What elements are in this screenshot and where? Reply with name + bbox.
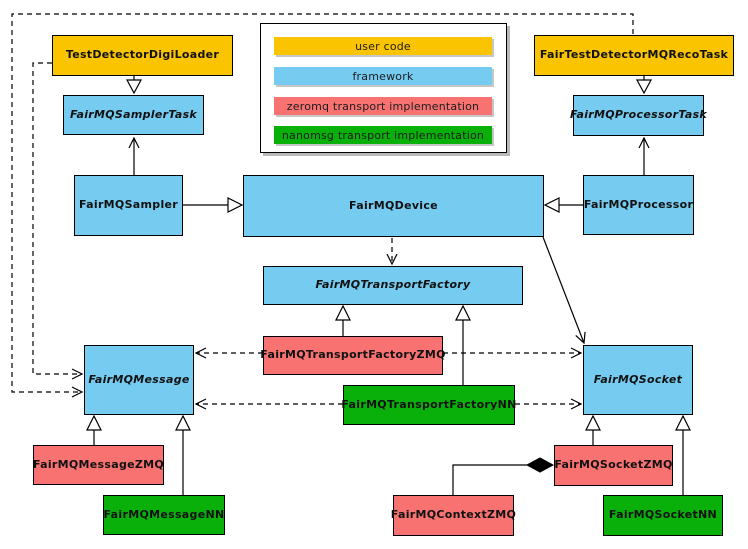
node-fairmqsocketzmq: FairMQSocketZMQ <box>554 445 673 486</box>
node-fairmqcontextzmq: FairMQContextZMQ <box>391 495 516 536</box>
node-fairmqtransportfactoryzmq: FairMQTransportFactoryZMQ <box>260 336 445 375</box>
node-fairmqsocketnn: FairMQSocketNN <box>603 495 723 536</box>
legend-item-framework: framework <box>274 67 492 85</box>
edge-processor-to-device <box>543 197 583 213</box>
edge-socketzmq-to-socket <box>585 414 601 445</box>
edge-contextzmq-to-socketzmq <box>452 457 555 495</box>
legend-item-zeromq: zeromq transport implementation <box>274 97 492 115</box>
edge-recotask-to-processortask <box>635 76 653 95</box>
node-fairmqtransportfactory: FairMQTransportFactory <box>263 266 523 305</box>
edge-digiloader-to-message <box>32 62 84 380</box>
edge-sampler-to-device <box>183 197 244 213</box>
node-fairmqsocket: FairMQSocket <box>583 345 693 415</box>
legend-item-user-code: user code <box>274 37 492 55</box>
edge-messagenn-to-message <box>175 414 191 495</box>
node-fairmqmessage: FairMQMessage <box>84 345 194 415</box>
edge-factorynn-to-factory <box>455 304 471 385</box>
node-fairmqmessagenn: FairMQMessageNN <box>103 495 225 535</box>
legend: user code framework zeromq transport imp… <box>260 23 507 153</box>
node-fairmqsamplertask: FairMQSamplerTask <box>63 95 204 135</box>
node-fairmqsampler: FairMQSampler <box>74 175 183 236</box>
node-fairtestdetectormqrecotask: FairTestDetectorMQRecoTask <box>534 35 734 76</box>
legend-item-nanomsg: nanomsg transport implementation <box>274 126 492 144</box>
edge-digiloader-to-samplertask <box>125 76 143 95</box>
edge-device-to-socket <box>542 236 586 345</box>
node-testdetectordigiloader: TestDetectorDigiLoader <box>52 35 233 76</box>
node-fairmqprocessortask: FairMQProcessorTask <box>570 95 707 136</box>
edge-factoryzmq-to-factory <box>335 304 351 336</box>
edge-messagezmq-to-message <box>86 414 102 445</box>
edge-recotask-to-message <box>11 13 634 398</box>
node-fairmqprocessor: FairMQProcessor <box>583 175 694 235</box>
node-fairmqdevice: FairMQDevice <box>243 175 544 237</box>
node-fairmqmessagezmq: FairMQMessageZMQ <box>33 445 164 485</box>
node-fairmqtransportfactorynn: FairMQTransportFactoryNN <box>341 385 516 425</box>
edge-socketnn-to-socket <box>675 414 691 495</box>
